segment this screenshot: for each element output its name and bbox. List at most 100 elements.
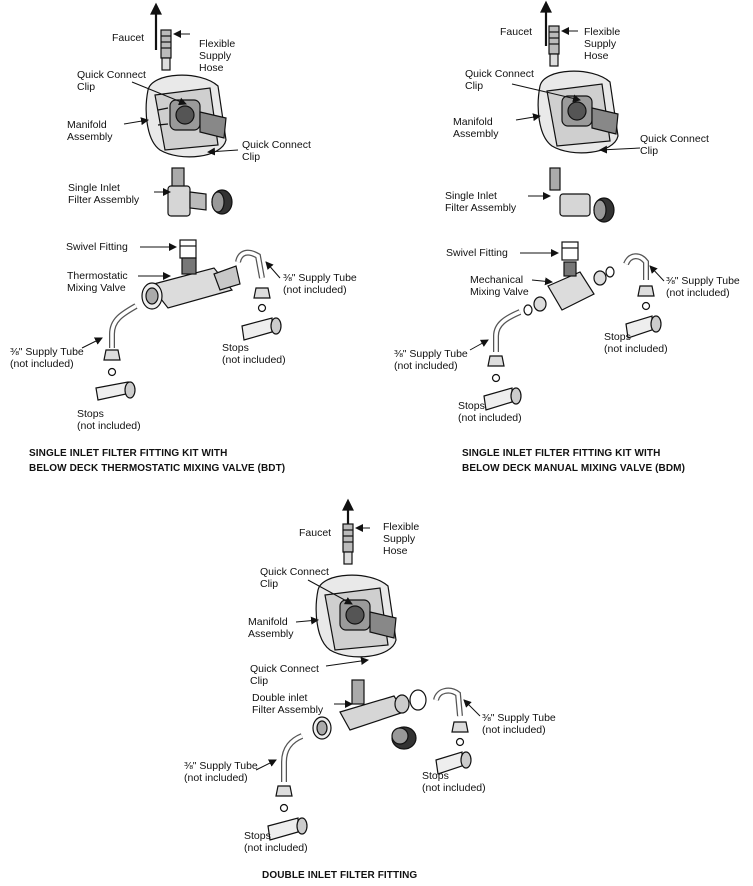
bdm-tube-left-label: ⅜" Supply Tube (not included) [394,348,468,372]
diagram-bdt-leaders [81,30,281,349]
bdt-stops-right-label: Stops (not included) [222,342,286,366]
diagram-double-leaders [255,524,481,771]
bdm-hose-line3: Hose [584,50,609,62]
bdm-stops-left-line1: Stops [458,400,485,412]
bdm-tube-right-line2: (not included) [666,287,730,299]
bdt-stops-right-line2: (not included) [222,354,286,366]
double-clip-top-line1: Quick Connect [260,566,329,578]
bdm-tube-right-label: ⅜" Supply Tube (not included) [666,275,740,299]
double-tube-right-label: ⅜" Supply Tube (not included) [482,712,556,736]
bdm-clip-top-label: Quick Connect Clip [465,68,534,92]
bdt-hose-line2: Supply [199,50,232,62]
diagram-double-art [267,498,472,841]
bdt-tube-right-label: ⅜" Supply Tube (not included) [283,272,357,296]
bdt-stops-left-line2: (not included) [77,420,141,432]
double-tube-right-line1: ⅜" Supply Tube [482,712,556,724]
bdt-hose-label: Flexible Supply Hose [199,38,235,74]
double-stops-left-line1: Stops [244,830,271,842]
bdm-stops-left-line2: (not included) [458,412,522,424]
bdm-valve-line2: Mixing Valve [470,286,529,298]
bdm-stops-right-label: Stops (not included) [604,331,668,355]
bdt-clip-side-label: Quick Connect Clip [242,139,311,163]
bdt-caption-line1: SINGLE INLET FILTER FITTING KIT WITH [29,448,228,459]
diagram-bdm-art [483,0,662,411]
double-clip-top-label: Quick Connect Clip [260,566,329,590]
bdm-clip-top-line1: Quick Connect [465,68,534,80]
bdm-clip-side-label: Quick Connect Clip [640,133,709,157]
double-stops-right-line1: Stops [422,770,449,782]
bdm-hose-line2: Supply [584,38,617,50]
double-filter-label: Double inlet Filter Assembly [252,692,323,716]
bdt-filter-line1: Single Inlet [68,182,120,194]
double-hose-line1: Flexible [383,521,420,533]
double-stops-left-label: Stops (not included) [244,830,308,854]
double-manifold-line1: Manifold [248,616,288,628]
bdt-stops-right-line1: Stops [222,342,249,354]
bdt-clip-top-label: Quick Connect Clip [77,69,146,93]
bdt-swivel-label: Swivel Fitting [66,241,128,253]
bdt-hose-line3: Hose [199,62,224,74]
bdt-clip-side-line2: Clip [242,151,261,163]
double-stops-left-line2: (not included) [244,842,308,854]
bdt-tube-right-line2: (not included) [283,284,347,296]
bdm-manifold-label: Manifold Assembly [453,116,499,140]
bdt-manifold-label: Manifold Assembly [67,119,113,143]
double-tube-left-label: ⅜" Supply Tube (not included) [184,760,258,784]
bdm-swivel-label: Swivel Fitting [446,247,508,259]
double-hose-line2: Supply [383,533,416,545]
bdm-filter-label: Single Inlet Filter Assembly [445,190,516,214]
bdm-stops-right-line2: (not included) [604,343,668,355]
bdt-valve-line2: Mixing Valve [67,282,126,294]
double-manifold-label: Manifold Assembly [248,616,294,640]
bdt-tube-left-line2: (not included) [10,358,74,370]
double-hose-line3: Hose [383,545,408,557]
bdm-hose-line1: Flexible [584,26,621,38]
bdt-manifold-line1: Manifold [67,119,107,131]
bdm-tube-left-line2: (not included) [394,360,458,372]
bdm-filter-line1: Single Inlet [445,190,497,202]
bdt-hose-line1: Flexible [199,38,236,50]
bdt-valve-line1: Thermostatic [67,270,128,282]
bdm-caption-line2: BELOW DECK MANUAL MIXING VALVE (BDM) [462,463,686,474]
bdm-manifold-line1: Manifold [453,116,493,128]
diagram-bdm-leaders [469,27,665,351]
bdm-clip-side-line2: Clip [640,145,659,157]
double-clip-side-line2: Clip [250,675,269,687]
bdm-caption-line1: SINGLE INLET FILTER FITTING KIT WITH [462,448,661,459]
bdt-filter-label: Single Inlet Filter Assembly [68,182,139,206]
bdm-hose-label: Flexible Supply Hose [584,26,620,62]
double-manifold-line2: Assembly [248,628,294,640]
double-clip-side-line1: Quick Connect [250,663,319,675]
bdm-tube-left-line1: ⅜" Supply Tube [394,348,468,360]
bdm-filter-line2: Filter Assembly [445,202,517,214]
double-faucet-label: Faucet [299,527,332,539]
bdt-tube-left-label: ⅜" Supply Tube (not included) [10,346,84,370]
bdt-caption: SINGLE INLET FILTER FITTING KIT WITH BEL… [29,446,285,476]
double-hose-label: Flexible Supply Hose [383,521,419,557]
bdm-clip-side-line1: Quick Connect [640,133,709,145]
bdm-valve-label: Mechanical Mixing Valve [470,274,529,298]
bdt-filter-line2: Filter Assembly [68,194,140,206]
bdt-faucet-label: Faucet [112,32,145,44]
bdm-manifold-line2: Assembly [453,128,499,140]
bdm-stops-left-label: Stops (not included) [458,400,522,424]
bdt-stops-left-label: Stops (not included) [77,408,141,432]
bdt-stops-left-line1: Stops [77,408,104,420]
double-filter-line2: Filter Assembly [252,704,324,716]
bdm-faucet-label: Faucet [500,26,533,38]
bdt-tube-left-line1: ⅜" Supply Tube [10,346,84,358]
double-clip-side-label: Quick Connect Clip [250,663,319,687]
double-clip-top-line2: Clip [260,578,279,590]
double-filter-line1: Double inlet [252,692,308,704]
bdm-caption: SINGLE INLET FILTER FITTING KIT WITH BEL… [462,446,685,476]
bdm-valve-line1: Mechanical [470,274,524,286]
bdt-clip-top-line1: Quick Connect [77,69,146,81]
double-caption: DOUBLE INLET FILTER FITTING [262,868,417,883]
double-tube-left-line1: ⅜" Supply Tube [184,760,258,772]
bdm-stops-right-line1: Stops [604,331,631,343]
bdt-clip-side-line1: Quick Connect [242,139,311,151]
bdt-caption-line2: BELOW DECK THERMOSTATIC MIXING VALVE (BD… [29,463,286,474]
double-stops-right-line2: (not included) [422,782,486,794]
bdm-tube-right-line1: ⅜" Supply Tube [666,275,740,287]
